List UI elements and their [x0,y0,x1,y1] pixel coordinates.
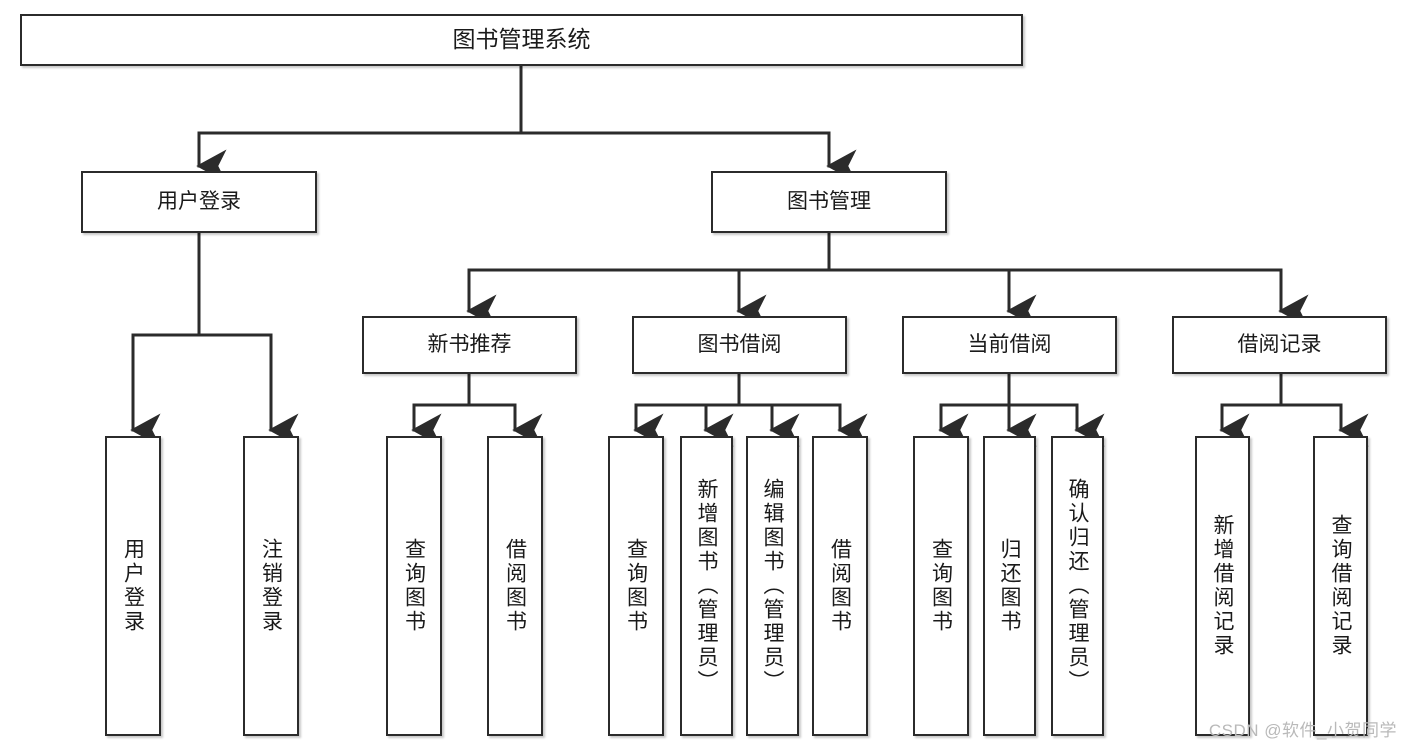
leaf-query-book-current[interactable]: 查询图书 [913,436,969,736]
node-new-book-recommend[interactable]: 新书推荐 [362,316,577,374]
node-label: 编辑图书（管理员） [761,478,784,694]
node-label: 借阅记录 [1237,332,1322,356]
node-root-system[interactable]: 图书管理系统 [20,14,1023,66]
node-label: 借阅图书 [503,538,527,634]
node-label: 注销登录 [259,538,283,634]
node-label: 查询图书 [929,538,953,634]
node-label: 用户登录 [157,189,241,213]
node-label: 归还图书 [998,538,1021,634]
node-label: 查询图书 [624,538,648,634]
leaf-user-logout[interactable]: 注销登录 [243,436,299,736]
leaf-add-borrow-record[interactable]: 新增借阅记录 [1195,436,1250,736]
leaf-borrow-book[interactable]: 借阅图书 [812,436,868,736]
node-borrow-record[interactable]: 借阅记录 [1172,316,1387,374]
node-label: 图书管理 [787,189,871,213]
node-label: 用户登录 [121,538,145,634]
node-current-borrow[interactable]: 当前借阅 [902,316,1117,374]
node-label: 查询图书 [402,538,426,634]
leaf-edit-book-admin[interactable]: 编辑图书（管理员） [746,436,799,736]
node-label: 图书借阅 [697,332,782,356]
node-book-management[interactable]: 图书管理 [711,171,947,233]
node-label: 当前借阅 [967,332,1052,356]
node-book-borrow[interactable]: 图书借阅 [632,316,847,374]
node-label: 新书推荐 [427,332,512,356]
leaf-query-book-borrow[interactable]: 查询图书 [608,436,664,736]
leaf-confirm-return-admin[interactable]: 确认归还（管理员） [1051,436,1104,736]
leaf-borrow-book-recommend[interactable]: 借阅图书 [487,436,543,736]
leaf-return-book[interactable]: 归还图书 [983,436,1036,736]
node-label: 查询借阅记录 [1329,514,1352,658]
node-label: 借阅图书 [828,538,852,634]
leaf-add-book-admin[interactable]: 新增图书（管理员） [680,436,733,736]
node-label: 确认归还（管理员） [1066,478,1089,694]
node-label: 新增借阅记录 [1211,514,1234,658]
csdn-watermark: CSDN @软件_小贺同学 [1208,721,1397,740]
leaf-query-book-recommend[interactable]: 查询图书 [386,436,442,736]
node-user-login[interactable]: 用户登录 [81,171,317,233]
leaf-query-borrow-record[interactable]: 查询借阅记录 [1313,436,1368,736]
leaf-user-login[interactable]: 用户登录 [105,436,161,736]
node-label: 新增图书（管理员） [695,478,718,694]
node-label: 图书管理系统 [452,26,591,53]
